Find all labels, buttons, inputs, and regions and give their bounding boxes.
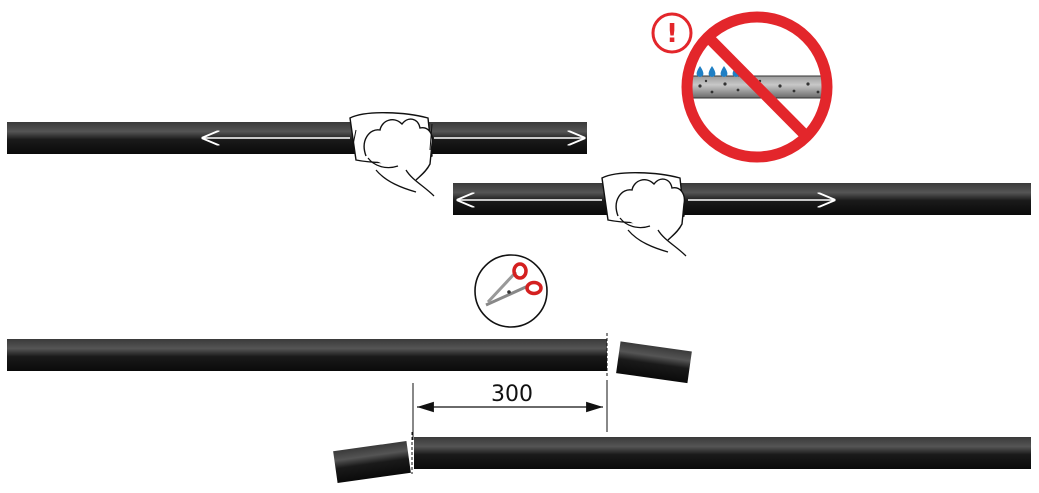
hand-wipe-icon	[601, 172, 687, 257]
hand-wipe-icon	[349, 112, 435, 197]
no-wet-pipe-icon	[681, 11, 833, 163]
pipe-offcut-left	[333, 441, 411, 483]
pipe-cut-right	[411, 432, 1031, 474]
pipe-cut-left	[7, 333, 608, 378]
dimension-label: 300	[491, 382, 533, 407]
pipe-top-left	[7, 122, 587, 154]
dimension-300: 300	[412, 380, 608, 440]
warning-icon: !	[651, 12, 693, 54]
warning-symbol: !	[666, 19, 678, 49]
pipe-middle-right	[453, 183, 1031, 215]
pipe-offcut-right	[616, 341, 692, 384]
scissors-icon	[474, 254, 548, 328]
